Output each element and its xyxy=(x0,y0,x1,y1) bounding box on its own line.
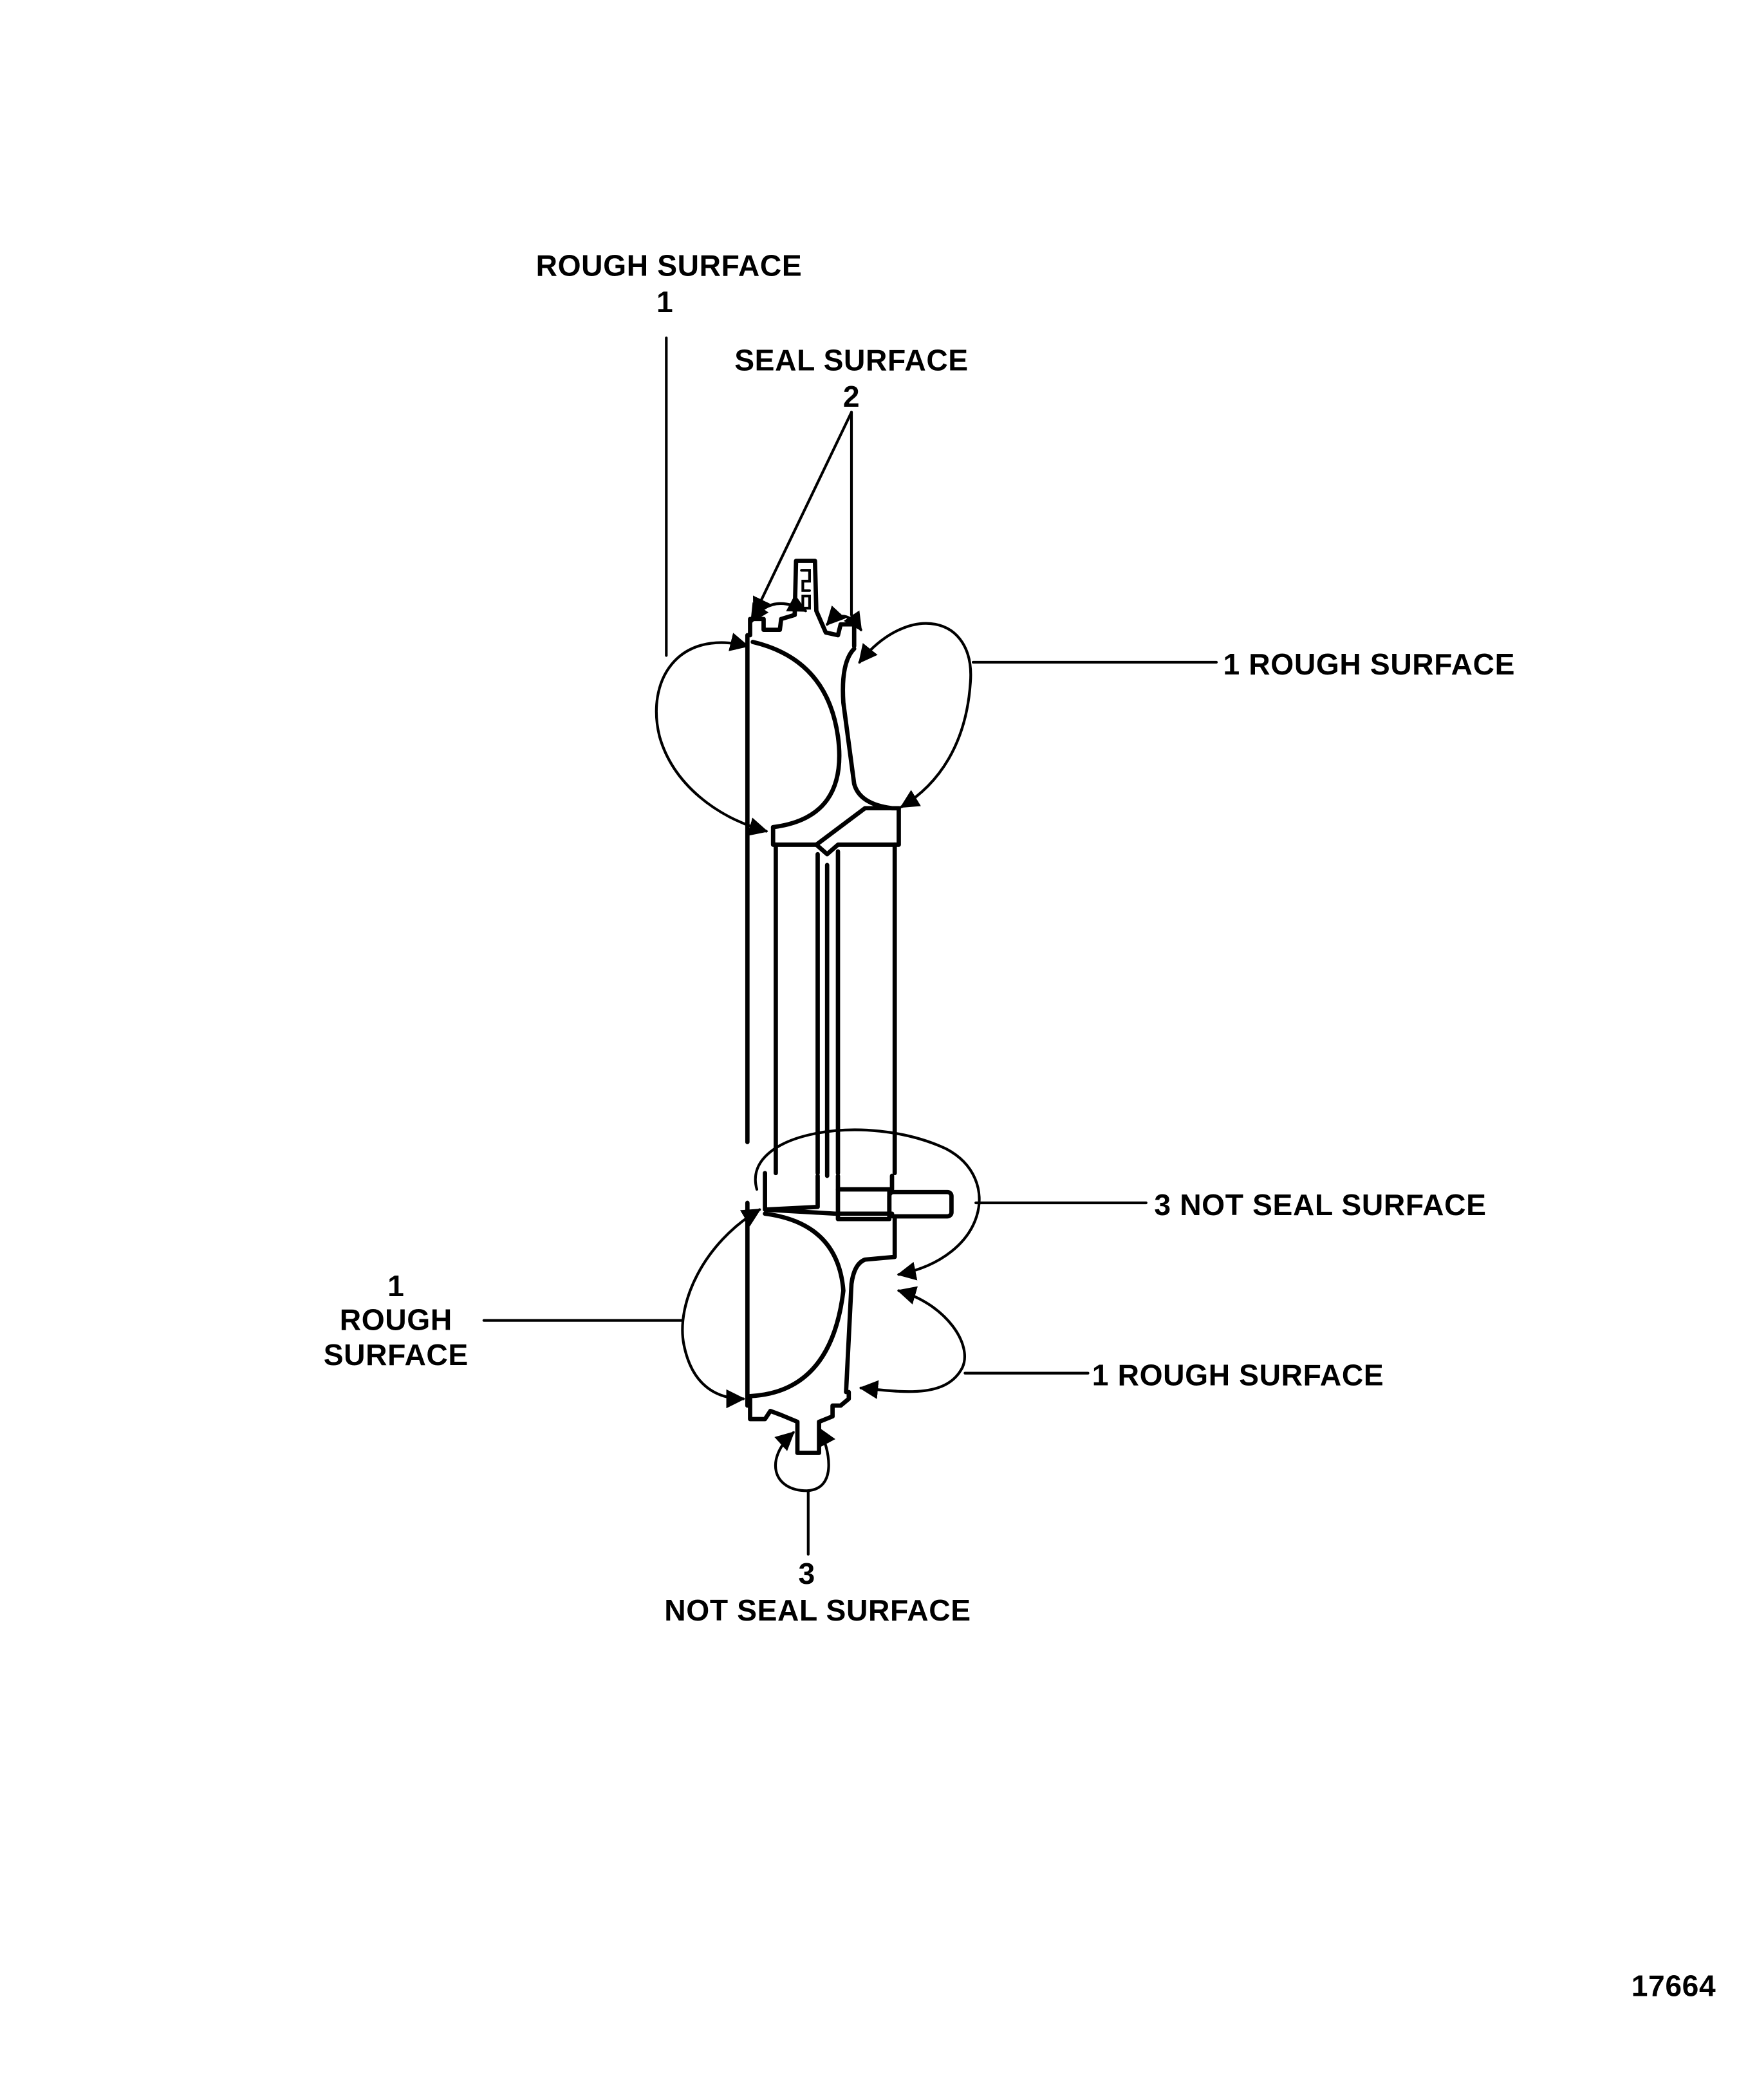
upper-right-rough-loop xyxy=(858,622,972,808)
seal-leader-left xyxy=(752,411,853,617)
seal-title: SEAL SURFACE xyxy=(734,343,969,377)
figure-number: 17664 xyxy=(1631,1969,1716,2003)
seal-number: 2 xyxy=(842,380,860,414)
lower-hub xyxy=(763,1171,895,1216)
lower-bolt-extension xyxy=(887,1189,954,1219)
top-rough-title: ROUGH SURFACE xyxy=(535,248,803,283)
callouts xyxy=(482,336,1218,1556)
lower-web-right xyxy=(844,1214,897,1395)
right-lower-rough-label: 1 ROUGH SURFACE xyxy=(1092,1358,1384,1393)
seal-arc-left xyxy=(750,594,808,624)
lower-web-left xyxy=(748,1211,846,1398)
tube-walls xyxy=(774,842,897,1178)
upper-web-right xyxy=(841,646,901,811)
upper-left-rough-loop xyxy=(655,633,768,836)
right-not-seal-label: 3 NOT SEAL SURFACE xyxy=(1154,1187,1487,1222)
bottom-flange xyxy=(748,1389,851,1455)
top-tab-slot xyxy=(800,569,811,610)
not-seal-loop xyxy=(754,1128,981,1281)
upper-hub xyxy=(770,806,901,857)
seal-arc-right xyxy=(826,605,862,632)
part-outline xyxy=(745,559,954,1455)
upper-web-left xyxy=(750,640,842,830)
left-rough-line1: ROUGH xyxy=(339,1303,452,1337)
bottom-not-seal-number: 3 xyxy=(798,1557,815,1591)
right-upper-rough-label: 1 ROUGH SURFACE xyxy=(1223,647,1516,682)
left-rough-number: 1 xyxy=(387,1268,405,1303)
bottom-not-seal-title: NOT SEAL SURFACE xyxy=(664,1593,971,1628)
left-rough-line2: SURFACE xyxy=(323,1338,469,1372)
lower-right-rough-loop xyxy=(859,1286,966,1399)
top-rough-number: 1 xyxy=(656,285,674,319)
lower-left-rough-loop xyxy=(681,1208,761,1409)
